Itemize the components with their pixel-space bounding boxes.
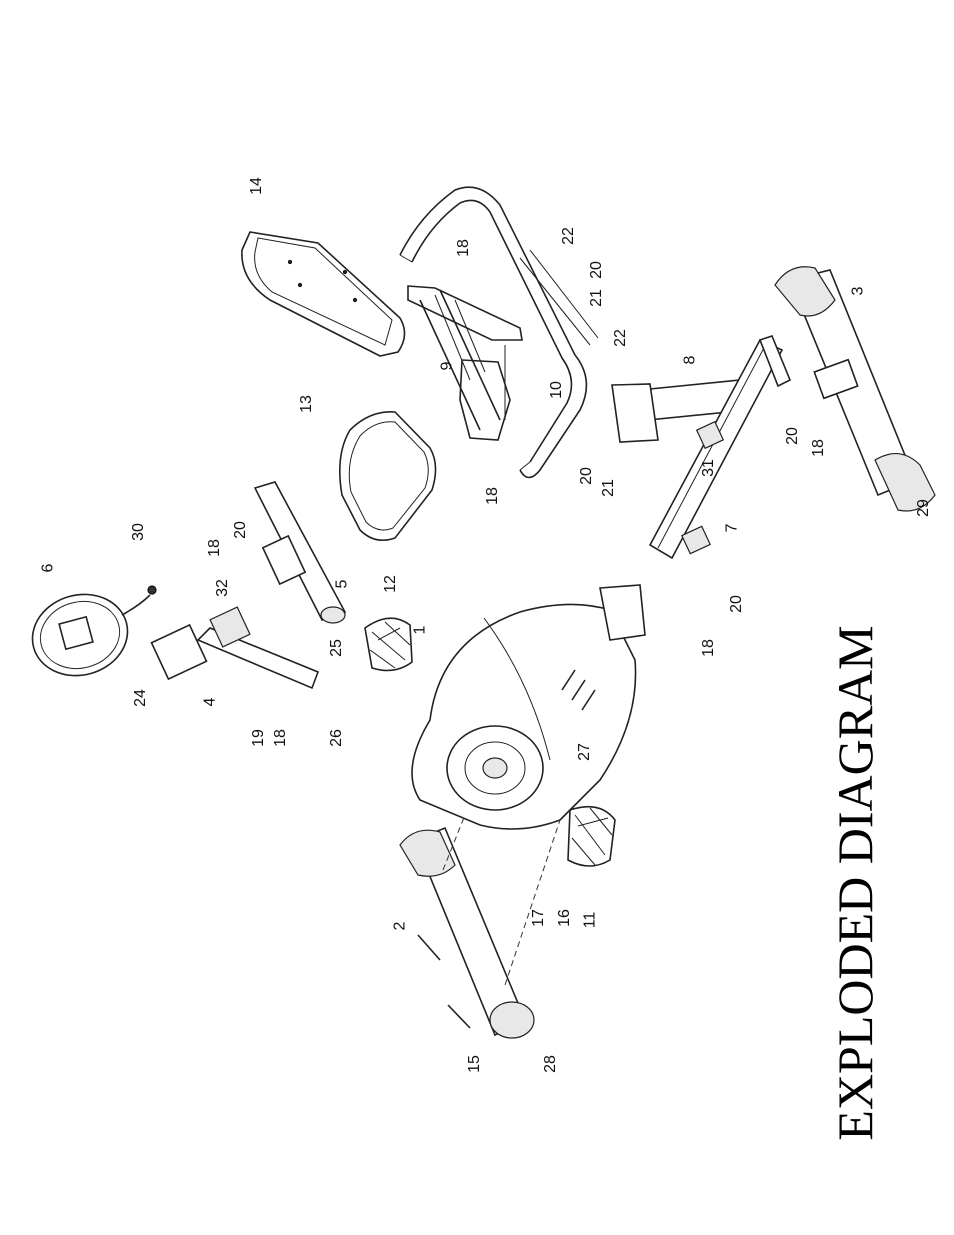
part-handlebar-tube xyxy=(255,482,345,623)
callout-30: 30 xyxy=(131,523,147,541)
callout-6: 6 xyxy=(40,564,56,573)
callout-2: 2 xyxy=(392,922,408,931)
callout-32: 32 xyxy=(215,579,231,597)
callout-20: 20 xyxy=(589,261,605,279)
part-seat-cushion xyxy=(340,412,436,540)
part-backrest-pad xyxy=(242,232,405,356)
callout-14: 14 xyxy=(249,177,265,195)
callout-18: 18 xyxy=(701,639,717,657)
callout-24: 24 xyxy=(133,689,149,707)
callout-18: 18 xyxy=(485,487,501,505)
callout-20: 20 xyxy=(785,427,801,445)
callout-22: 22 xyxy=(561,227,577,245)
callout-9: 9 xyxy=(439,362,455,371)
callout-29: 29 xyxy=(916,499,932,517)
callout-17: 17 xyxy=(531,909,547,927)
callout-26: 26 xyxy=(329,729,345,747)
part-rear-stabilizer xyxy=(775,267,935,511)
part-console xyxy=(23,584,156,686)
callout-20: 20 xyxy=(579,467,595,485)
callout-27: 27 xyxy=(577,743,593,761)
callout-1: 1 xyxy=(412,626,428,635)
assembly-guide-line xyxy=(505,820,560,985)
callout-3: 3 xyxy=(850,287,866,296)
callout-20: 20 xyxy=(729,595,745,613)
callout-7: 7 xyxy=(724,524,740,533)
callout-18: 18 xyxy=(811,439,827,457)
callout-4: 4 xyxy=(202,698,218,707)
part-front-post xyxy=(152,607,318,688)
callout-25: 25 xyxy=(329,639,345,657)
callout-22: 22 xyxy=(613,329,629,347)
callout-19: 19 xyxy=(251,729,267,747)
callout-8: 8 xyxy=(682,356,698,365)
callout-20: 20 xyxy=(233,521,249,539)
callout-31: 31 xyxy=(701,459,717,477)
part-main-housing xyxy=(412,585,645,829)
callout-28: 28 xyxy=(543,1055,559,1073)
callout-13: 13 xyxy=(299,395,315,413)
callout-21: 21 xyxy=(589,289,605,307)
part-pedal-right xyxy=(365,618,412,670)
callout-15: 15 xyxy=(467,1055,483,1073)
callout-18: 18 xyxy=(273,729,289,747)
callout-5: 5 xyxy=(334,580,350,589)
callout-12: 12 xyxy=(383,575,399,593)
part-front-stabilizer xyxy=(400,828,534,1038)
callout-10: 10 xyxy=(549,381,565,399)
callout-18: 18 xyxy=(456,239,472,257)
part-main-frame xyxy=(650,336,790,558)
part-seat-bracket xyxy=(408,286,522,440)
diagram-title-text: EXPLODED DIAGRAM xyxy=(826,583,884,1183)
part-pedal-left xyxy=(568,807,615,866)
callout-11: 11 xyxy=(582,912,598,929)
callout-16: 16 xyxy=(557,909,573,927)
callout-18: 18 xyxy=(207,539,223,557)
callout-21: 21 xyxy=(601,479,617,497)
